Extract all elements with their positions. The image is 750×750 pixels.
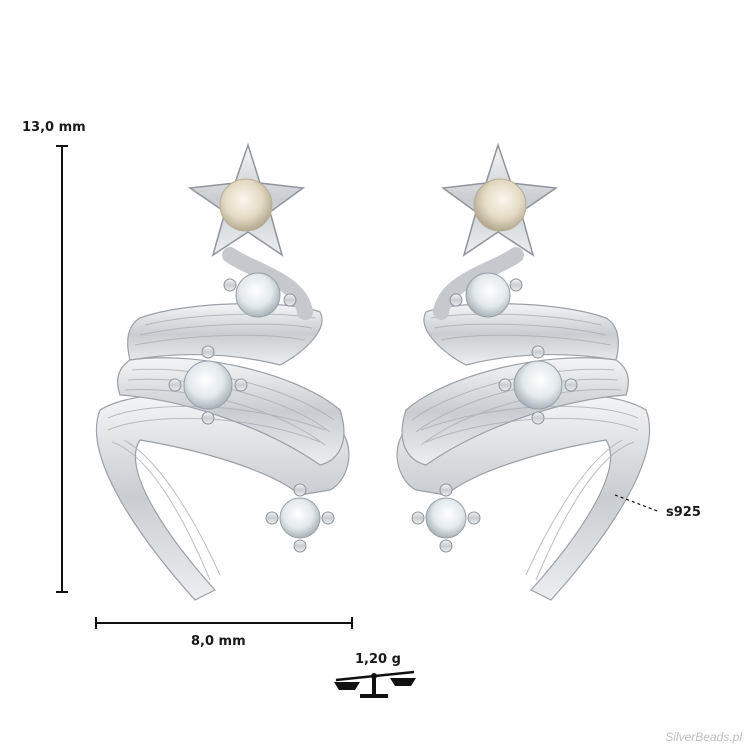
height-label: 13,0 mm: [22, 120, 86, 135]
left-earring: [95, 142, 350, 601]
width-dimension-line: [95, 617, 353, 629]
watermark: SilverBeads.pl: [665, 730, 742, 744]
width-label: 8,0 mm: [191, 634, 246, 649]
left-star-gem: [219, 178, 273, 232]
height-dimension-line: [56, 145, 68, 593]
left-gem-2: [168, 345, 248, 425]
weight-label: 1,20 g: [355, 652, 401, 667]
material-leader-line: [614, 494, 661, 513]
left-gem-1: [223, 272, 297, 318]
balance-scale-icon: [334, 670, 416, 698]
right-earring: [396, 142, 651, 601]
left-band-upper: [127, 303, 323, 366]
material-label: s925: [666, 505, 701, 520]
left-gem-3: [265, 483, 335, 553]
